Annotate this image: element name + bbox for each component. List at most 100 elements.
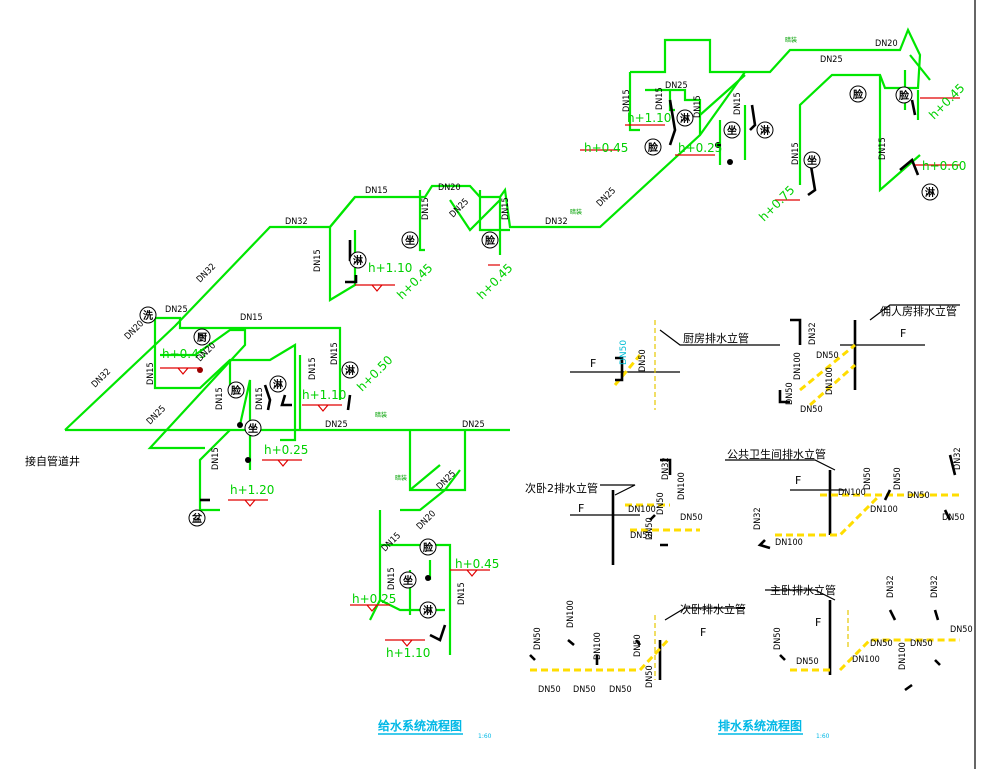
pipe-label: DN50 bbox=[816, 351, 839, 361]
fixture-label: 洗 bbox=[143, 309, 153, 322]
pipe-label: DN15 bbox=[622, 89, 632, 112]
fixture-circle bbox=[921, 183, 939, 201]
pipe-label: DN32 bbox=[285, 217, 308, 227]
fixture-label: 淋 bbox=[353, 254, 363, 267]
fixture-circle bbox=[244, 419, 262, 437]
fixture-label: 坐 bbox=[248, 422, 258, 435]
height-label: h+0.50 bbox=[354, 353, 395, 394]
pipe-label: DN32 bbox=[545, 217, 568, 227]
height-label: h+0.45 bbox=[926, 81, 967, 122]
fixture-circle bbox=[193, 328, 211, 346]
fixture-label: 厨 bbox=[197, 332, 207, 344]
vent-label: F bbox=[900, 327, 906, 340]
pipe-label: DN15 bbox=[215, 387, 225, 410]
pipe-label: DN25 bbox=[325, 420, 348, 430]
pipe-label: DN100 bbox=[677, 472, 687, 500]
pipe-label: DN50 bbox=[950, 625, 973, 635]
fixture-label: 淋 bbox=[423, 604, 433, 617]
supply-fittings bbox=[197, 99, 920, 642]
height-label: h+0.45 bbox=[584, 141, 628, 155]
fixture-circle bbox=[644, 138, 662, 156]
fixture-circle bbox=[349, 251, 367, 269]
fixture-circle bbox=[188, 509, 206, 527]
vent-label: F bbox=[795, 474, 801, 487]
fixture-label: 盆 bbox=[191, 512, 203, 525]
supply-pipe-labels: DN32 DN32 DN32 DN32 DN25 DN25 DN25 DN25 … bbox=[90, 39, 898, 605]
height-label: h+1.10 bbox=[627, 111, 671, 125]
concealed-note: 暗装 bbox=[375, 411, 387, 419]
fixture-symbols bbox=[139, 85, 939, 619]
pipe-label: DN32 bbox=[930, 575, 940, 598]
pipe-label: DN15 bbox=[240, 313, 263, 323]
pipe-label: DN100 bbox=[593, 632, 603, 660]
fixture-circle bbox=[399, 571, 417, 589]
fixture-circle bbox=[401, 231, 419, 249]
pipe-label: DN50 bbox=[656, 492, 666, 515]
supply-title: 给水系统流程图 bbox=[378, 718, 462, 733]
pipe-label: DN50 bbox=[893, 467, 903, 490]
pipe-label: DN100 bbox=[825, 367, 835, 395]
vent-label: F bbox=[590, 357, 596, 370]
pipe-label: DN50 bbox=[863, 467, 873, 490]
pipe-label: DN50 bbox=[785, 382, 795, 405]
pipe-label: DN15 bbox=[693, 95, 703, 118]
pipe-label: DN15 bbox=[365, 186, 388, 196]
fixture-circle bbox=[481, 231, 499, 249]
pipe-label: DN50 bbox=[630, 531, 653, 541]
pipe-label: DN32 bbox=[808, 322, 818, 345]
riser-label: 公共卫生间排水立管 bbox=[727, 447, 826, 461]
supply-scale: 1:60 bbox=[478, 733, 492, 740]
fixture-label: 淋 bbox=[345, 364, 355, 377]
fixture-circle bbox=[895, 86, 913, 104]
height-markers bbox=[160, 97, 960, 647]
drain-public-bath-riser: 公共卫生间排水立管 F DN100 DN50 DN50 DN32 DN100 D… bbox=[725, 447, 965, 550]
pipe-label: DN15 bbox=[655, 87, 665, 110]
fixture-label: 坐 bbox=[403, 574, 413, 587]
fixture-circle bbox=[341, 361, 359, 379]
height-label: h+0.25 bbox=[264, 443, 308, 457]
height-label: h+0.25 bbox=[678, 141, 722, 155]
concealed-note: 暗装 bbox=[570, 208, 582, 216]
pipe-label: DN25 bbox=[165, 305, 188, 315]
pipe-label: DN32 bbox=[953, 447, 963, 470]
drain-bedroom-riser: 次卧排水立管 F DN50 DN100 DN50 DN50 DN50 DN100… bbox=[529, 600, 746, 695]
riser-label: 厨房排水立管 bbox=[683, 331, 749, 345]
pipe-label: DN100 bbox=[898, 642, 908, 670]
concealed-notes: 暗装 暗装 暗装 暗装 bbox=[375, 36, 797, 482]
pipe-label: DN32 bbox=[661, 457, 671, 480]
pipe-label: DN50 bbox=[538, 685, 561, 695]
pipe-label: DN50 bbox=[645, 665, 655, 688]
fixture-label: 脸 bbox=[647, 141, 659, 154]
pipe-label: DN32 bbox=[195, 262, 218, 285]
concealed-note: 暗装 bbox=[395, 474, 407, 482]
fixture-circle bbox=[756, 121, 774, 139]
pipe-label: DN15 bbox=[308, 357, 318, 380]
pipe-label: DN100 bbox=[793, 352, 803, 380]
vent-label: F bbox=[578, 502, 584, 515]
fixture-circle bbox=[676, 109, 694, 127]
pipe-label: DN15 bbox=[211, 447, 221, 470]
fixture-label: 淋 bbox=[680, 112, 690, 125]
concealed-note: 暗装 bbox=[785, 36, 797, 44]
pipe-label: DN50 bbox=[609, 685, 632, 695]
pipe-label: DN15 bbox=[146, 362, 156, 385]
inlet-label: 接自管道井 bbox=[25, 454, 80, 468]
pipe-label: DN50 bbox=[870, 639, 893, 649]
pipe-label: DN15 bbox=[421, 197, 431, 220]
fixture-label: 脸 bbox=[230, 384, 242, 397]
pipe-label: DN50 bbox=[800, 405, 823, 415]
pipe-label: DN50 bbox=[680, 513, 703, 523]
pipe-label: DN50 bbox=[910, 639, 933, 649]
pipe-label: DN20 bbox=[875, 39, 898, 49]
height-label: h+1.20 bbox=[230, 483, 274, 497]
pipe-label: DN50 bbox=[942, 513, 965, 523]
pipe-label: DN50 bbox=[796, 657, 819, 667]
pipe-label: DN15 bbox=[501, 197, 511, 220]
fixture-label: 坐 bbox=[727, 124, 737, 137]
fixture-circle bbox=[139, 306, 157, 324]
pipe-label: DN50 bbox=[907, 491, 930, 501]
height-label: h+0.60 bbox=[922, 159, 966, 173]
pipe-label: DN20 bbox=[438, 183, 461, 193]
